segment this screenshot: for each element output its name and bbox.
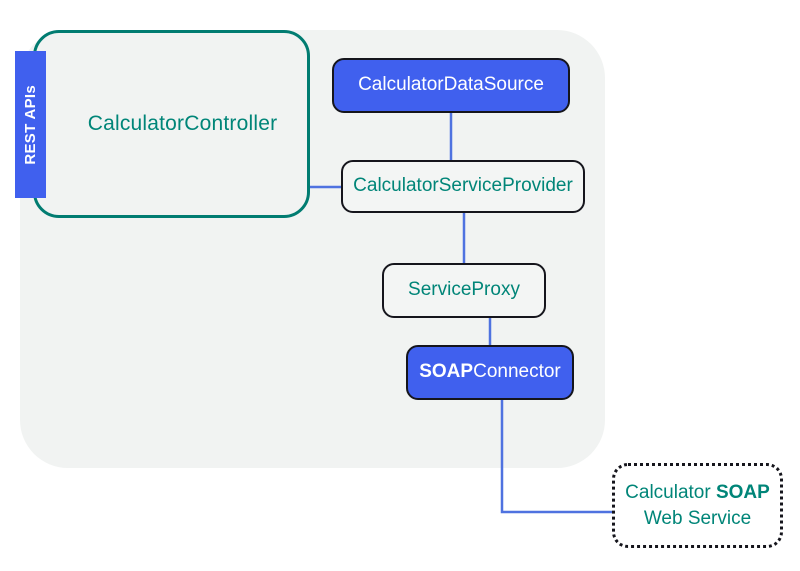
node-calculator-soap-web-service[interactable]: Calculator SOAP Web Service <box>612 463 783 548</box>
node-service-proxy[interactable]: ServiceProxy <box>382 263 546 318</box>
controller-group[interactable]: CalculatorController <box>33 30 310 218</box>
node-calculator-service-provider-label: CalculatorServiceProvider <box>353 175 573 197</box>
node-soap-connector-label: SOAPConnector <box>419 361 561 384</box>
node-service-proxy-label: ServiceProxy <box>408 279 520 301</box>
web-service-line2: Web Service <box>643 507 752 529</box>
rest-apis-tab-label: REST APIs <box>22 84 39 165</box>
rest-apis-tab[interactable]: REST APIs <box>15 51 46 198</box>
node-calculator-data-source[interactable]: CalculatorDataSource <box>332 58 570 113</box>
node-soap-connector-label-bold: SOAP <box>419 361 474 383</box>
node-soap-connector[interactable]: SOAPConnector <box>406 345 574 400</box>
node-calculator-service-provider[interactable]: CalculatorServiceProvider <box>341 160 585 213</box>
node-calculator-data-source-label: CalculatorDataSource <box>358 74 544 96</box>
node-soap-connector-label-rest: Connector <box>473 361 561 383</box>
web-service-line1-prefix: Calculator <box>625 481 716 503</box>
node-calculator-soap-web-service-label: Calculator SOAP Web Service <box>625 480 770 531</box>
controller-group-label: CalculatorController <box>87 112 278 135</box>
web-service-line1-bold: SOAP <box>715 481 770 503</box>
